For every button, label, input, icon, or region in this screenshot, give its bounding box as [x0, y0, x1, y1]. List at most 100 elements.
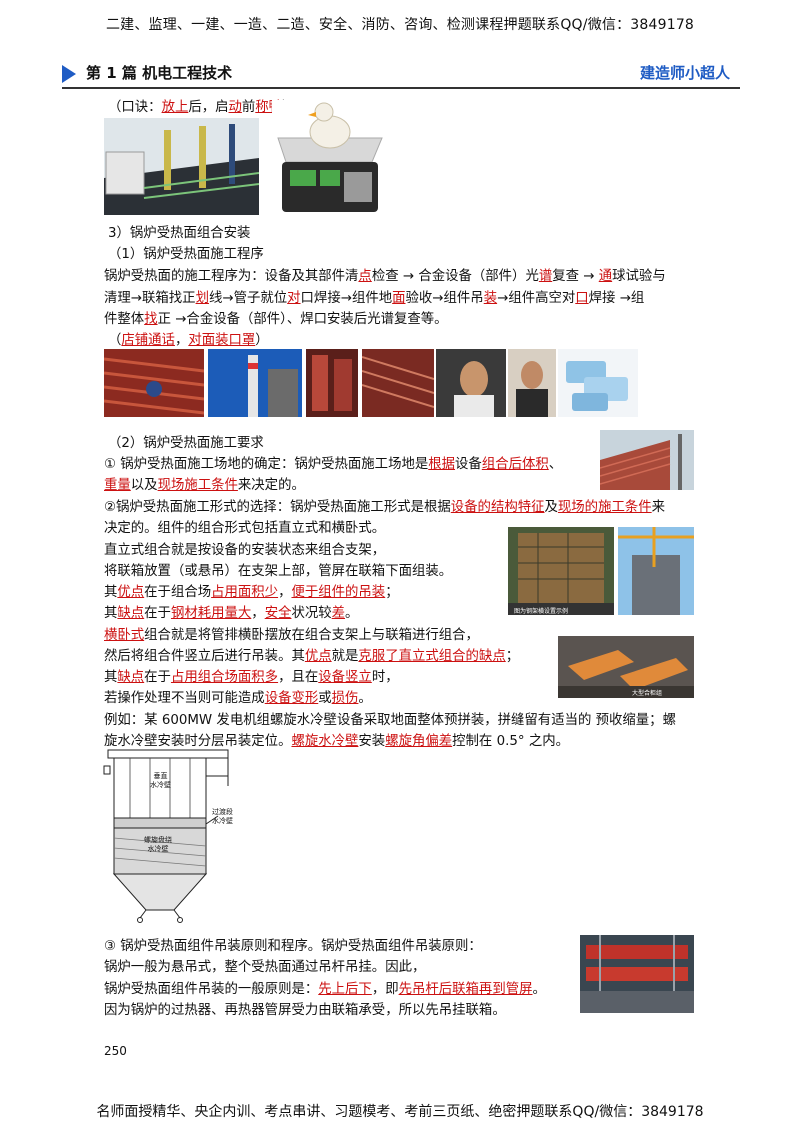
text-run: 正 →合金设备（部件）、焊口安装后光谱复查等。	[157, 312, 448, 327]
photo-caption-2: 大型合柜组	[632, 689, 662, 697]
text-run: 直立式组合就是按设备的安装状态来组合支架，	[104, 543, 386, 558]
text-run: 然后将组合件竖立后进行吊装。其	[104, 649, 305, 664]
text-run: （	[108, 333, 122, 348]
text-run: ，且在	[278, 670, 319, 685]
highlighted-keyword: 现场施工条件	[157, 478, 238, 493]
highlighted-keyword: 设备的结构特征	[450, 500, 545, 515]
text-run: 后，启	[188, 100, 229, 115]
paragraph-line: 然后将组合件竖立后进行吊装。其优点就是克服了直立式组合的缺点；	[104, 647, 519, 667]
text-run: ②锅炉受热面施工形式的选择：锅炉受热面施工形式是根据	[104, 500, 451, 515]
highlighted-keyword: 螺旋水冷壁	[291, 734, 359, 749]
paragraph-line: 锅炉一般为悬吊式，整个受热面通过吊杆吊挂。因此，	[104, 958, 425, 978]
text-run: ）	[255, 333, 269, 348]
highlighted-keyword: 装	[483, 291, 498, 306]
text-run: 件整体	[104, 312, 145, 327]
text-run: 线→管子就位	[208, 291, 288, 306]
text-run: 例如：某 600MW 发电机组螺旋水冷壁设备采取地面整体预拼装，拼缝留有适当的 …	[104, 713, 676, 728]
subsection-2: （2）锅炉受热面施工要求	[108, 434, 264, 454]
highlighted-keyword: 优点	[304, 649, 332, 664]
paragraph-line: 决定的。组件的组合形式包括直立式和横卧式。	[104, 519, 385, 539]
text-run: 焊接 →组	[588, 291, 645, 306]
text-run: 以及	[130, 478, 158, 493]
paragraph-line: 若操作处理不当则可能造成设备变形或损伤。	[104, 689, 372, 709]
highlighted-keyword: 谱	[538, 269, 553, 284]
label-transition-water-wall: 过渡段 水冷壁	[212, 808, 233, 825]
text-run: 将联箱放置（或悬吊）在支架上部，管屏在联箱下面组装。	[104, 564, 453, 579]
text-run: 在于组合场	[144, 585, 212, 600]
text-run: 在于	[144, 670, 171, 685]
photo-chimney	[208, 349, 302, 417]
paragraph-line: 清理→联箱找正划线→管子就位对口焊接→组件地面验收→组件吊装→组件高空对口焊接 …	[104, 289, 644, 309]
highlighted-keyword: 根据	[428, 457, 456, 472]
highlighted-keyword: 优点	[117, 585, 145, 600]
paragraph-line: 例如：某 600MW 发电机组螺旋水冷壁设备采取地面整体预拼装，拼缝留有适当的 …	[104, 711, 676, 731]
text-run: 控制在 0.5° 之内。	[452, 734, 570, 749]
label-vertical-water-wall: 垂直 水冷壁	[150, 772, 171, 789]
bottom-banner: 名师面授精华、央企内训、考点串讲、习题模考、考前三页纸、绝密押题联系QQ/微信：…	[96, 1104, 704, 1120]
paragraph-line: 其缺点在于占用组合场面积多，且在设备竖立时，	[104, 668, 399, 688]
highlighted-keyword: 占用面积少	[211, 585, 279, 600]
highlighted-keyword: 通	[598, 269, 613, 284]
text-run: 就是	[331, 649, 359, 664]
photo-lifting-headers	[580, 935, 694, 1013]
text-run: 组合就是将管排横卧摆放在组合支架上与联箱进行组合，	[144, 628, 479, 643]
text-run: 或	[318, 691, 332, 706]
text-run: （2）锅炉受热面施工要求	[108, 436, 264, 451]
text-run: 复查 →	[552, 269, 599, 284]
text-run: 状况较	[291, 606, 332, 621]
highlighted-keyword: 占用组合场面积多	[170, 670, 279, 685]
paragraph-line: 因为锅炉的过热器、再热器管屏受力由联箱承受，所以先吊挂联箱。	[104, 1001, 506, 1021]
text-run: 其	[104, 606, 118, 621]
page-header: 第 1 篇 机电工程技术 建造师小超人	[62, 62, 740, 89]
photo-tube-panels	[362, 349, 434, 417]
paragraph-line: 锅炉受热面的施工程序为：设备及其部件清点检查 → 合金设备（部件）光谱复查 → …	[104, 267, 666, 287]
highlighted-keyword: 螺旋角偏差	[385, 734, 453, 749]
highlighted-keyword: 设备竖立	[318, 670, 372, 685]
highlighted-keyword: 损伤	[331, 691, 359, 706]
text-run: 清理→联箱找正	[104, 291, 196, 306]
highlighted-keyword: 对面装口罩	[188, 333, 256, 348]
highlighted-keyword: 安全	[264, 606, 292, 621]
highlighted-keyword: 现场的施工条件	[557, 500, 652, 515]
paragraph-line: 其优点在于组合场占用面积少，便于组件的吊装；	[104, 583, 399, 603]
text-run: 其	[104, 670, 118, 685]
highlighted-keyword: 差	[331, 606, 346, 621]
text-run: 前	[241, 100, 256, 115]
text-run: 。	[532, 982, 546, 997]
paragraph-line: ① 锅炉受热面施工场地的确定：锅炉受热面施工场地是根据设备组合后体积、	[104, 455, 562, 475]
highlighted-keyword: 设备变形	[264, 691, 319, 706]
text-run: 及	[544, 500, 558, 515]
text-run: 来	[651, 500, 666, 515]
highlighted-keyword: 缺点	[117, 670, 145, 685]
highlighted-keyword: 点	[358, 269, 372, 284]
highlighted-keyword: 缺点	[117, 606, 145, 621]
text-run: ，即	[371, 982, 399, 997]
photo-face-masks	[558, 349, 638, 417]
paragraph-line: ③ 锅炉受热面组件吊装原则和程序。锅炉受热面组件吊装原则：	[104, 937, 482, 957]
boiler-water-wall-diagram: 垂直 水冷壁 过渡段 水冷壁 螺旋盘绕 水冷壁	[100, 746, 250, 926]
highlighted-keyword: 口	[575, 291, 589, 306]
text-run: ，	[278, 585, 292, 600]
top-banner: 二建、监理、一建、一造、二造、安全、消防、咨询、检测课程押题联系QQ/微信：38…	[105, 17, 695, 33]
text-run: 其	[104, 585, 118, 600]
page-number: 250	[104, 1044, 127, 1058]
subsection-1: （1）锅炉受热面施工程序	[108, 245, 264, 265]
text-run: 安装	[358, 734, 386, 749]
photo-steel-frame	[306, 349, 358, 417]
text-run: 锅炉一般为悬吊式，整个受热面通过吊杆吊挂。因此，	[104, 960, 426, 975]
highlighted-keyword: 店铺通话	[121, 333, 175, 348]
text-run: 决定的。组件的组合形式包括直立式和横卧式。	[104, 521, 386, 536]
highlighted-keyword: 动	[228, 100, 242, 115]
photo-tower-crane	[618, 527, 694, 615]
text-run: ；	[505, 649, 520, 664]
paragraph-line: 件整体找正 →合金设备（部件）、焊口安装后光谱复查等。	[104, 310, 448, 330]
paragraph-line: 直立式组合就是按设备的安装状态来组合支架，	[104, 541, 385, 561]
photo-stacking-frame	[104, 118, 259, 215]
highlighted-keyword: 找	[144, 312, 158, 327]
label-spiral-water-wall: 螺旋盘绕 水冷壁	[144, 836, 172, 853]
photo-upright-assembly: 图为钢架横设置示例	[508, 527, 614, 615]
highlighted-keyword: 钢材耗用量大	[170, 606, 252, 621]
paragraph-line: 旋水冷壁安装时分层吊装定位。螺旋水冷壁安装螺旋角偏差控制在 0.5° 之内。	[104, 732, 569, 752]
paragraph-line: 锅炉受热面组件吊装的一般原则是：先上后下，即先吊杆后联箱再到管屏。	[104, 980, 546, 1000]
photo-boiler-tubes	[104, 349, 204, 417]
